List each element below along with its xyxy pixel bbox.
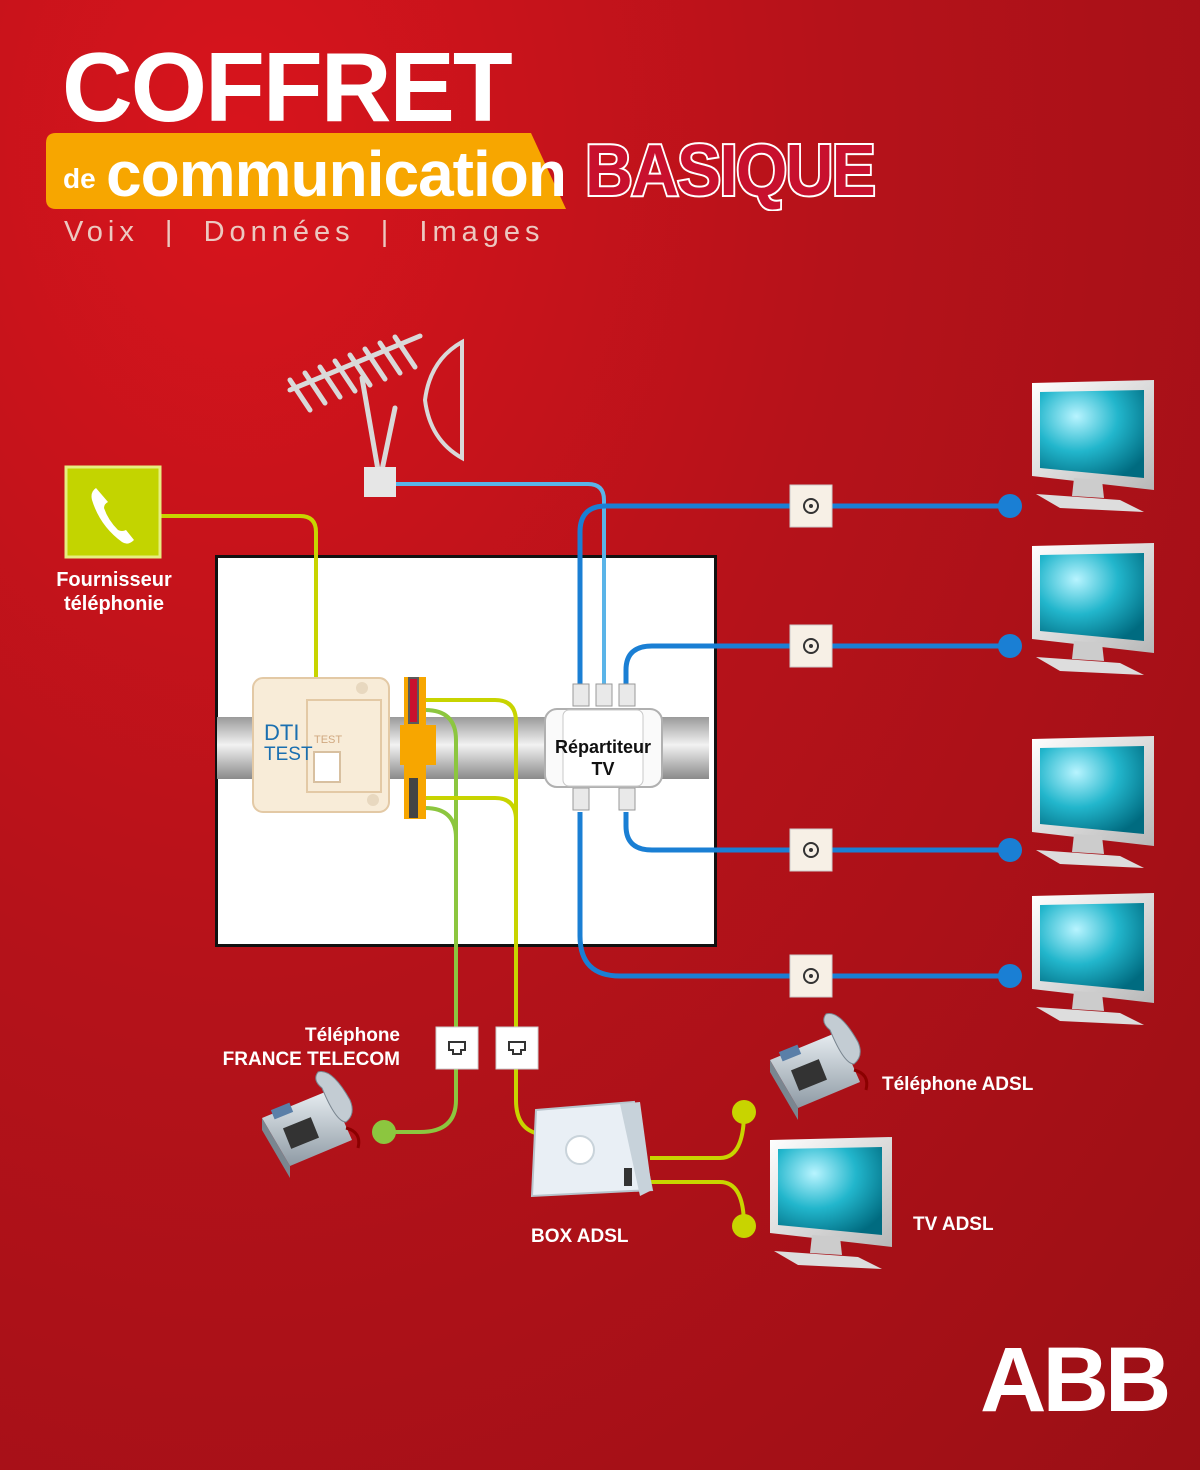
data-cable-ends (372, 1100, 756, 1238)
phone-adsl-label: Téléphone ADSL (882, 1074, 1034, 1095)
basique-badge: BASIQUE (583, 129, 877, 213)
dti-test-small-label: TEST (314, 734, 343, 746)
dti-test-label: TEST (264, 744, 313, 765)
banner-de: de (63, 163, 96, 194)
provider-cable (160, 514, 318, 680)
dti-label-group: DTI TEST (264, 722, 313, 766)
tv-icon-1 (1032, 380, 1154, 512)
repartiteur-label: Répartiteur TV (554, 737, 652, 779)
tv-cable-ends (998, 494, 1022, 988)
tv-icon-3 (1032, 736, 1154, 868)
antenna-icon (287, 333, 464, 473)
tv-adsl-label: TV ADSL (913, 1214, 994, 1235)
phone-provider-icon (64, 465, 162, 559)
subtitle: Voix | Données | Images (64, 216, 545, 248)
tv-splitter (544, 683, 663, 811)
tv-cables (577, 503, 1010, 979)
box-adsl-label: BOX ADSL (531, 1226, 629, 1247)
provider-label: Fournisseur téléphonie (56, 569, 172, 615)
telephone-france-telecom-icon (262, 1071, 361, 1178)
tv-sockets (789, 484, 833, 998)
antenna-base (364, 467, 396, 497)
test-connector (400, 677, 436, 819)
title: COFFRET (62, 32, 513, 142)
tv-icon-4 (1032, 893, 1154, 1025)
subtitle-banner: de communication (46, 133, 567, 210)
dti-label: DTI (264, 720, 300, 745)
telephone-adsl-icon (770, 1013, 869, 1120)
rj45-sockets (435, 1026, 539, 1070)
tv-icon-2 (1032, 543, 1154, 675)
abb-logo: ABB (980, 1329, 1171, 1431)
tv-adsl-icon (770, 1137, 892, 1269)
antenna-cable (396, 482, 606, 688)
banner-shape (46, 133, 566, 209)
dti-module (252, 677, 390, 813)
phone-ft-label: Téléphone FRANCE TELECOM (222, 1025, 400, 1070)
box-adsl-icon (530, 1100, 654, 1198)
banner-communication: communication (106, 138, 567, 210)
